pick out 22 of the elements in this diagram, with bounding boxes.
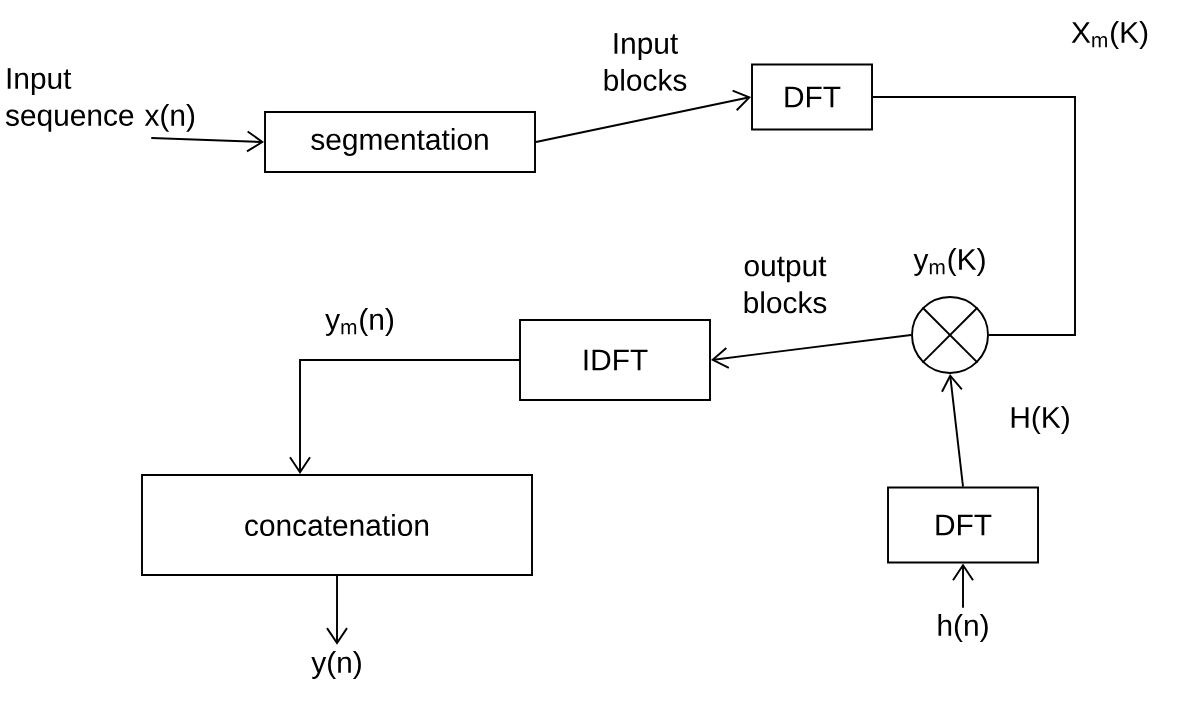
arrow — [535, 89, 752, 143]
arrow — [711, 334, 912, 369]
arrow — [952, 563, 974, 609]
arrow — [289, 359, 520, 475]
edge-label: X$_{m}$(K) — [1067, 17, 1153, 53]
process-box: segmentation — [264, 111, 536, 173]
arrow — [941, 373, 964, 488]
edge-label: y$_{m}$(n) — [321, 304, 399, 340]
edge-label: H(K) — [1005, 402, 1075, 438]
arrow — [326, 575, 348, 645]
process-box: IDFT — [519, 319, 711, 401]
signal-label: h(n) — [938, 614, 988, 642]
edge-label: Input blocks — [586, 29, 704, 95]
input-label: Input sequence x(n) — [5, 68, 195, 132]
process-box: concatenation — [141, 474, 533, 576]
signal-label: y$_{m}$(K) — [913, 248, 985, 276]
process-box: DFT — [751, 63, 873, 131]
multiplier-circle — [911, 296, 989, 374]
signal-label: y(n) — [311, 651, 361, 679]
arrow — [150, 130, 265, 153]
edge-label: output blocks — [721, 253, 849, 317]
process-box: DFT — [887, 486, 1039, 564]
